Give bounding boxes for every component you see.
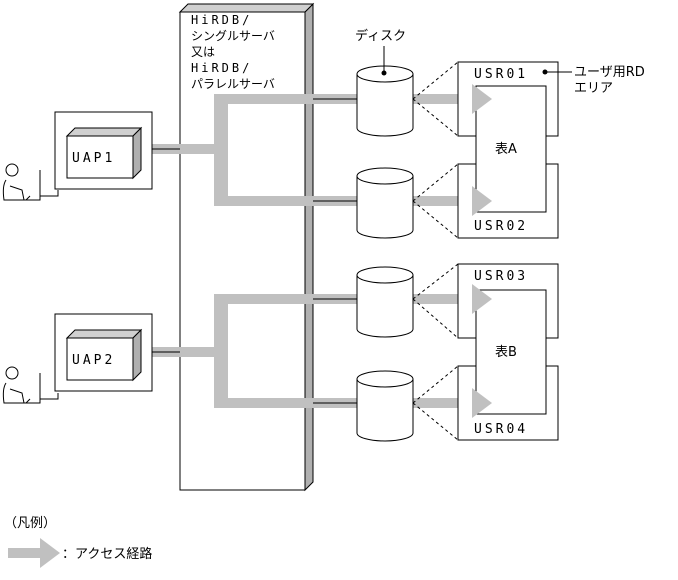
server-label-line-1: HiRDB/ bbox=[191, 13, 252, 27]
connection-lines bbox=[152, 98, 357, 404]
disk-3 bbox=[356, 266, 414, 338]
uap1-label: UAP1 bbox=[72, 151, 115, 166]
table-b: 表B bbox=[475, 289, 547, 415]
legend: （凡例） ：アクセス経路 bbox=[4, 516, 152, 568]
uap2-label: UAP2 bbox=[72, 353, 115, 368]
uap1-terminal: UAP1 bbox=[54, 111, 153, 190]
table-b-label: 表B bbox=[495, 345, 517, 360]
table-a: 表A bbox=[475, 85, 547, 213]
disk-4 bbox=[356, 370, 414, 442]
rd-area-usr04-label: USR04 bbox=[474, 422, 528, 437]
disk-2 bbox=[356, 167, 414, 239]
user-icon-1 bbox=[2, 163, 59, 201]
projection-lines bbox=[412, 61, 459, 441]
server-label-line-2: シングルサーバ bbox=[191, 29, 275, 43]
disk-label: ディスク bbox=[355, 28, 406, 44]
legend-arrow-shaft bbox=[8, 548, 46, 558]
server-label-line-3: 又は bbox=[191, 45, 215, 59]
hirdb-server: HiRDB/ シングルサーバ 又は HiRDB/ パラレルサーバ bbox=[178, 2, 315, 492]
rd-area-usr03-label: USR03 bbox=[474, 269, 528, 284]
rd-area-usr01-label: USR01 bbox=[474, 67, 528, 82]
legend-title: （凡例） bbox=[4, 516, 56, 531]
legend-access-path: ：アクセス経路 bbox=[62, 546, 152, 562]
table-a-label: 表A bbox=[495, 142, 517, 157]
server-label-line-5: パラレルサーバ bbox=[191, 77, 275, 91]
rd-area-usr02-label: USR02 bbox=[474, 219, 528, 234]
server-label-line-4: HiRDB/ bbox=[191, 61, 252, 75]
user-icon-2 bbox=[2, 366, 59, 404]
uap2-terminal: UAP2 bbox=[54, 313, 153, 392]
disk-1 bbox=[356, 65, 414, 137]
legend-arrow-head bbox=[40, 538, 60, 568]
rd-area-callout-line-1: ユーザ用RD bbox=[574, 65, 645, 80]
rd-area-callout-line-2: エリア bbox=[574, 81, 613, 96]
